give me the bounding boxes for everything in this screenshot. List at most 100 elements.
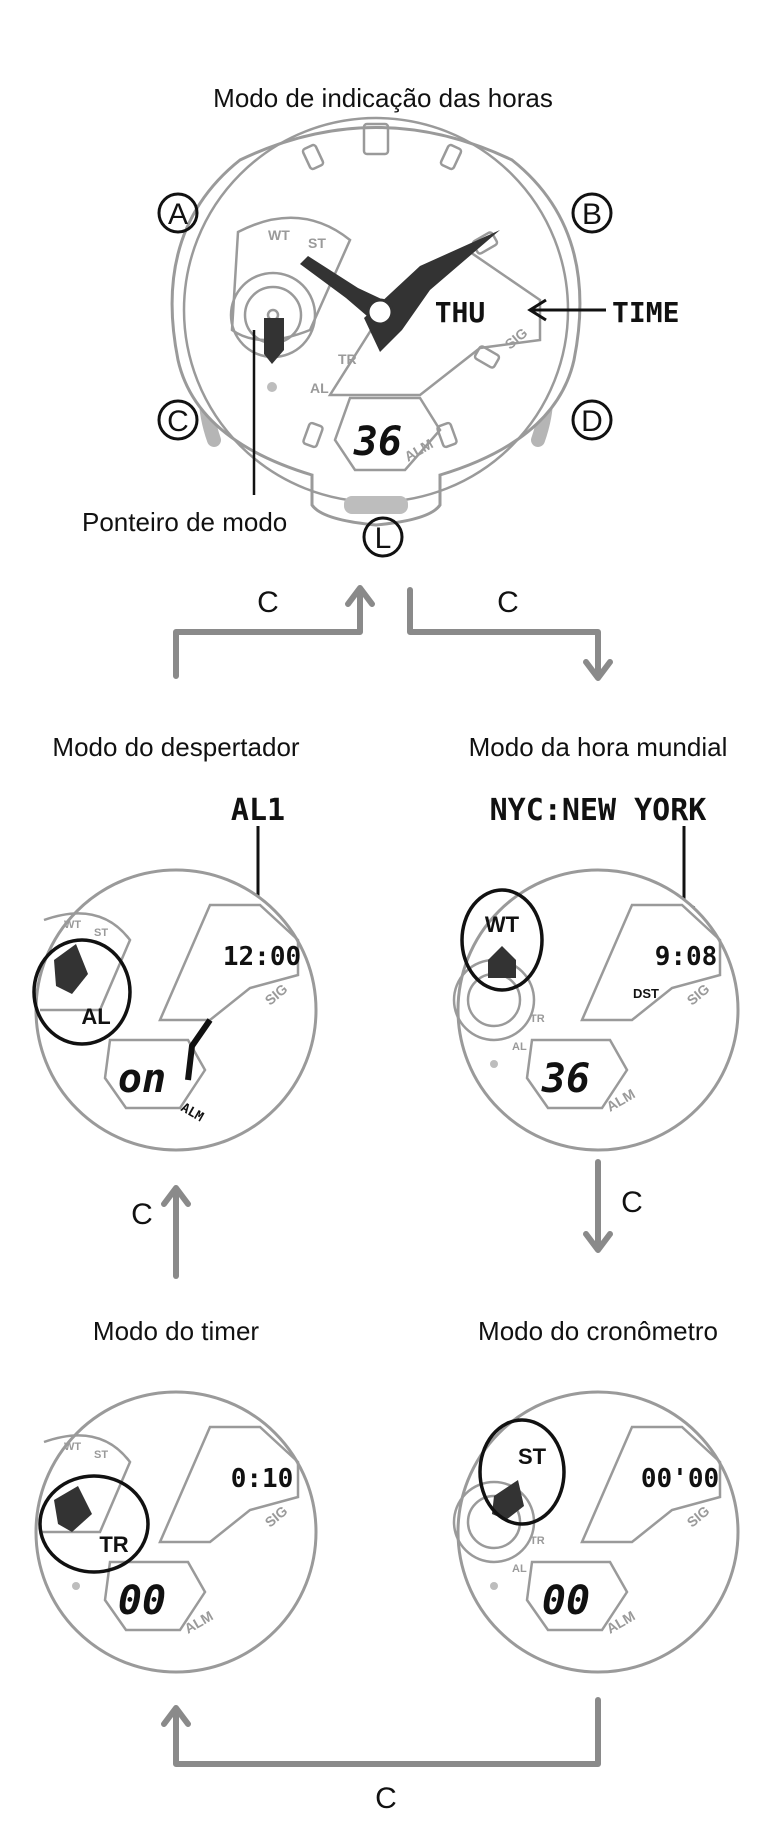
- arrow-time-to-worldtime: [407, 587, 601, 679]
- stopwatch-lcd-time: 00'00: [641, 1464, 719, 1494]
- worldtime-mode-pointer: [488, 946, 516, 978]
- worldtime-lower-lcd-frame: [525, 1038, 629, 1110]
- stopwatch-mark-al: AL: [512, 1563, 527, 1575]
- stopwatch-mode-pointer: [492, 1480, 524, 1520]
- arrow-stopwatch-to-timer: [173, 1697, 601, 1767]
- button-a[interactable]: A: [157, 192, 199, 234]
- alarm-mode-title: Modo do despertador: [52, 732, 300, 762]
- timer-lower-lcd-frame: [103, 1560, 207, 1632]
- button-l[interactable]: L: [362, 516, 404, 558]
- button-a-label: A: [168, 198, 188, 231]
- timer-mark-st: ST: [94, 1449, 108, 1461]
- arrow-stopwatch-to-timer-head: [161, 1705, 191, 1727]
- stopwatch-lower-lcd-frame: [525, 1560, 629, 1632]
- button-l-bar: [344, 496, 408, 514]
- timer-lcd-seconds: 00: [118, 1578, 166, 1624]
- subdial-arc: [230, 216, 352, 342]
- button-d-circle: [571, 399, 613, 441]
- arrow-label-5: C: [375, 1782, 397, 1815]
- worldtime-callout: NYC:NEW YORK: [490, 793, 707, 828]
- main-watch: WT ST TR AL SIG ALM THU 36 TIME Ponteiro…: [82, 116, 679, 537]
- worldtime-mode-title: Modo da hora mundial: [469, 732, 728, 762]
- alarm-on-indicator: [185, 1018, 213, 1081]
- upper-lcd-frame: [327, 250, 542, 397]
- alarm-mark-st: ST: [94, 927, 108, 939]
- worldtime-lcd-time: 9:08: [655, 942, 718, 972]
- worldtime-lcd-date: 36: [541, 1056, 590, 1102]
- timer-upper-lcd-frame: [158, 1425, 300, 1544]
- button-b-circle: [571, 192, 613, 234]
- arrow-time-to-worldtime-head: [583, 659, 613, 681]
- hand-pivot: [366, 298, 394, 326]
- mode-pointer-label: Ponteiro de modo: [82, 507, 287, 537]
- index-11: [301, 143, 325, 171]
- index-12: [362, 122, 390, 156]
- alarm-subdial-arc: [40, 912, 132, 1012]
- lcd-day: THU: [435, 296, 486, 329]
- stopwatch-upper-lcd-frame: [580, 1425, 722, 1544]
- time-callout: TIME: [612, 296, 679, 329]
- stopwatch-dot-marker: [490, 1582, 498, 1590]
- stopwatch-highlight-label: ST: [518, 1444, 547, 1469]
- button-c-circle: [157, 399, 199, 441]
- button-l-label: L: [375, 522, 392, 555]
- arrow-label-4: C: [131, 1198, 153, 1231]
- arrow-alarm-to-time-head: [345, 585, 375, 607]
- timer-subdial-arc: [40, 1434, 132, 1534]
- timer-watch: WT ST SIG ALM 0:10 00 TR: [34, 1390, 318, 1674]
- mark-wt: WT: [268, 227, 290, 243]
- alarm-lcd-time: 12:00: [223, 942, 301, 972]
- alarm-lcd-onoff: on: [118, 1056, 166, 1102]
- minute-hand: [364, 230, 500, 352]
- timekeeping-mode-title: Modo de indicação das horas: [213, 83, 553, 113]
- timer-mode-title: Modo do timer: [93, 1316, 260, 1346]
- button-d[interactable]: D: [571, 399, 613, 441]
- arrow-worldtime-to-stopwatch-head: [583, 1231, 613, 1253]
- alarm-lower-lcd-frame: [103, 1038, 207, 1110]
- time-callout-arrowhead: [527, 298, 547, 322]
- alarm-mode-pointer: [54, 944, 88, 994]
- index-7: [302, 421, 324, 449]
- button-c-label: C: [167, 405, 189, 438]
- alarm-watch: WT ST SIG 12:00 on ALM AL: [32, 868, 318, 1152]
- arrow-timer-to-alarm-head: [161, 1185, 191, 1207]
- mode-pointer: [264, 318, 284, 364]
- mark-st: ST: [308, 235, 326, 251]
- stopwatch-mark-tr: TR: [530, 1535, 545, 1547]
- index-5: [436, 421, 458, 449]
- worldtime-dot-marker: [490, 1060, 498, 1068]
- alarm-mark-wt: WT: [64, 919, 81, 931]
- timer-highlight-label: TR: [99, 1532, 128, 1557]
- lcd-date: 36: [353, 419, 402, 465]
- button-b-label: B: [582, 198, 602, 231]
- arrow-label-1: C: [257, 586, 279, 619]
- button-b[interactable]: B: [571, 192, 613, 234]
- stopwatch-mode-title: Modo do cronômetro: [478, 1316, 718, 1346]
- button-a-circle: [157, 192, 199, 234]
- timer-mode-pointer: [54, 1486, 92, 1532]
- stopwatch-highlight-ring: [478, 1418, 566, 1526]
- worldtime-mark-tr: TR: [530, 1013, 545, 1025]
- arrow-label-2: C: [497, 586, 519, 619]
- worldtime-highlight-ring: [460, 888, 544, 992]
- hour-hand: [300, 256, 388, 322]
- alarm-highlight-ring: [32, 938, 132, 1046]
- worldtime-lcd-dst: DST: [633, 986, 659, 1001]
- worldtime-mark-al: AL: [512, 1041, 527, 1053]
- button-c[interactable]: C: [157, 399, 199, 441]
- index-1: [439, 143, 463, 171]
- alarm-highlight-label: AL: [81, 1004, 110, 1029]
- timer-highlight-ring: [38, 1474, 150, 1574]
- lower-lcd-frame: [333, 396, 442, 472]
- button-l-circle: [362, 516, 404, 558]
- mark-al: AL: [310, 380, 329, 396]
- arrow-alarm-to-time: [173, 587, 363, 679]
- stopwatch-watch: TR AL SIG ALM 00'00 00 ST: [452, 1390, 740, 1674]
- timer-mark-wt: WT: [64, 1441, 81, 1453]
- timer-lcd-time: 0:10: [231, 1464, 294, 1494]
- alarm-callout: AL1: [231, 793, 285, 828]
- worldtime-upper-lcd-frame: [580, 903, 722, 1022]
- stopwatch-lcd-fraction: 00: [542, 1578, 590, 1624]
- mark-tr: TR: [338, 351, 357, 367]
